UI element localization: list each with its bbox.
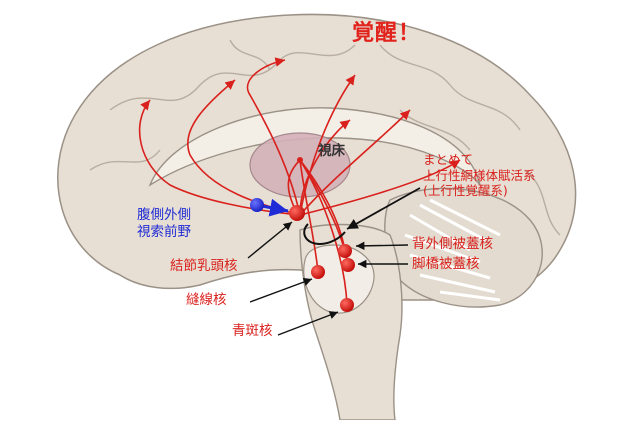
vlpo-label: 腹側外側 視索前野 <box>137 207 191 241</box>
cerebellum-folia <box>404 198 501 302</box>
arousal-label: 覚醒！ <box>352 21 422 46</box>
thalamus-label: 視床 <box>318 143 345 159</box>
locus-coeruleus-label: 青斑核 <box>232 323 273 339</box>
vlpo-dot <box>250 198 264 212</box>
summary-line3: (上行性覚醒系) <box>423 183 508 199</box>
summary-bracket <box>303 223 346 246</box>
ldt-dot <box>338 244 352 258</box>
ldt-label: 背外側被蓋核 <box>412 236 493 252</box>
cortical-projections <box>138 57 461 216</box>
thalamus-hub-dot <box>297 157 303 163</box>
vlpo-arrow <box>261 198 289 217</box>
vlpo-line1: 腹側外側 <box>137 207 191 223</box>
label-pointers <box>247 221 409 336</box>
summary-line2: 上行性網様体賦活系 <box>423 167 536 183</box>
locus-coeruleus-dot <box>340 298 354 312</box>
summary-arrow <box>346 187 421 230</box>
raphe-dot <box>311 265 325 279</box>
raphe-label: 縫線核 <box>186 292 227 308</box>
pons-bulge <box>303 244 375 314</box>
tuberomammillary-dot <box>289 205 305 221</box>
gyri-lines <box>89 39 561 236</box>
vlpo-line2: 視索前野 <box>137 223 191 240</box>
summary-line1: まとめて <box>423 152 474 167</box>
ppt-label: 脚橋被蓋核 <box>412 256 480 272</box>
summary-label: まとめて 上行性網様体賦活系 (上行性覚醒系) <box>423 152 536 199</box>
tuberomammillary-label: 結節乳頭核 <box>170 258 238 274</box>
ppt-dot <box>341 258 355 272</box>
